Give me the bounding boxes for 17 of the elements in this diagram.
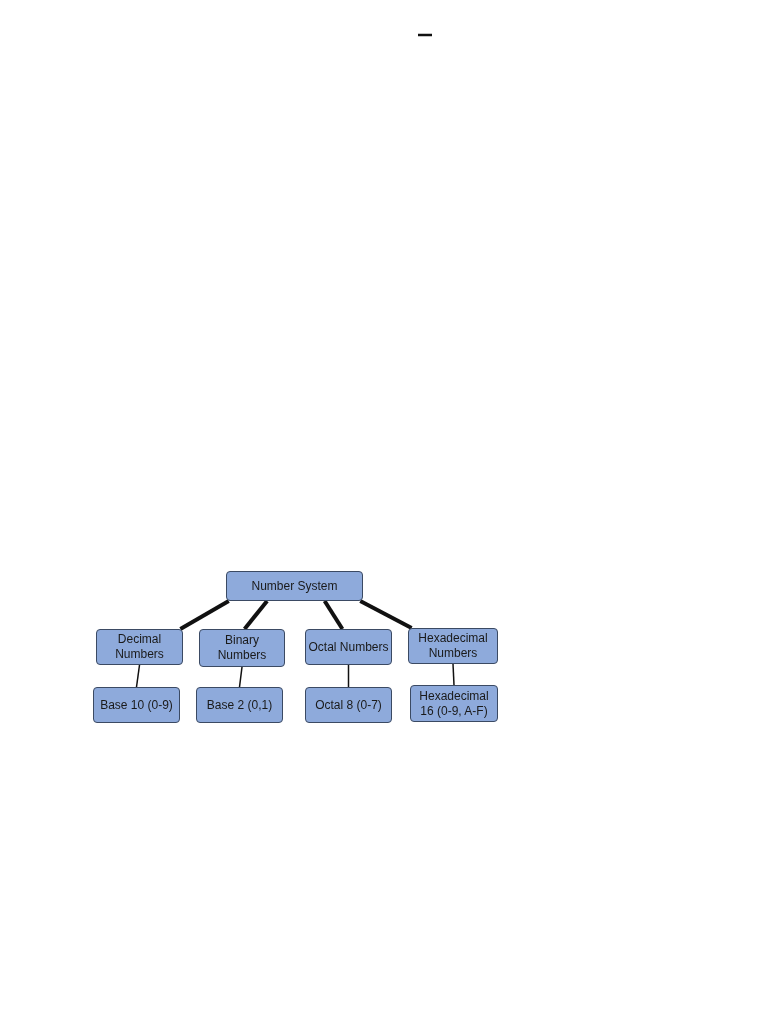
connector-line [243, 599, 269, 631]
connector-line [359, 599, 413, 630]
connector-line [179, 599, 230, 631]
category-box: Octal 8 (0-7) [305, 687, 392, 723]
category-box: Octal Numbers [305, 629, 392, 665]
category-box: Binary Numbers [199, 629, 285, 667]
category-box: Decimal Numbers [96, 629, 183, 665]
connector-line [322, 599, 345, 631]
category-box: Hexadecimal 16 (0-9, A-F) [410, 685, 498, 722]
category-box: Base 2 (0,1) [196, 687, 283, 723]
connector-line [452, 663, 455, 686]
category-box: Base 10 (0-9) [93, 687, 180, 723]
category-box: Number System [226, 571, 363, 601]
connector-line [135, 664, 141, 688]
connector-line [238, 666, 243, 688]
category-box: Hexadecimal Numbers [408, 628, 498, 664]
connector-line [347, 664, 350, 688]
